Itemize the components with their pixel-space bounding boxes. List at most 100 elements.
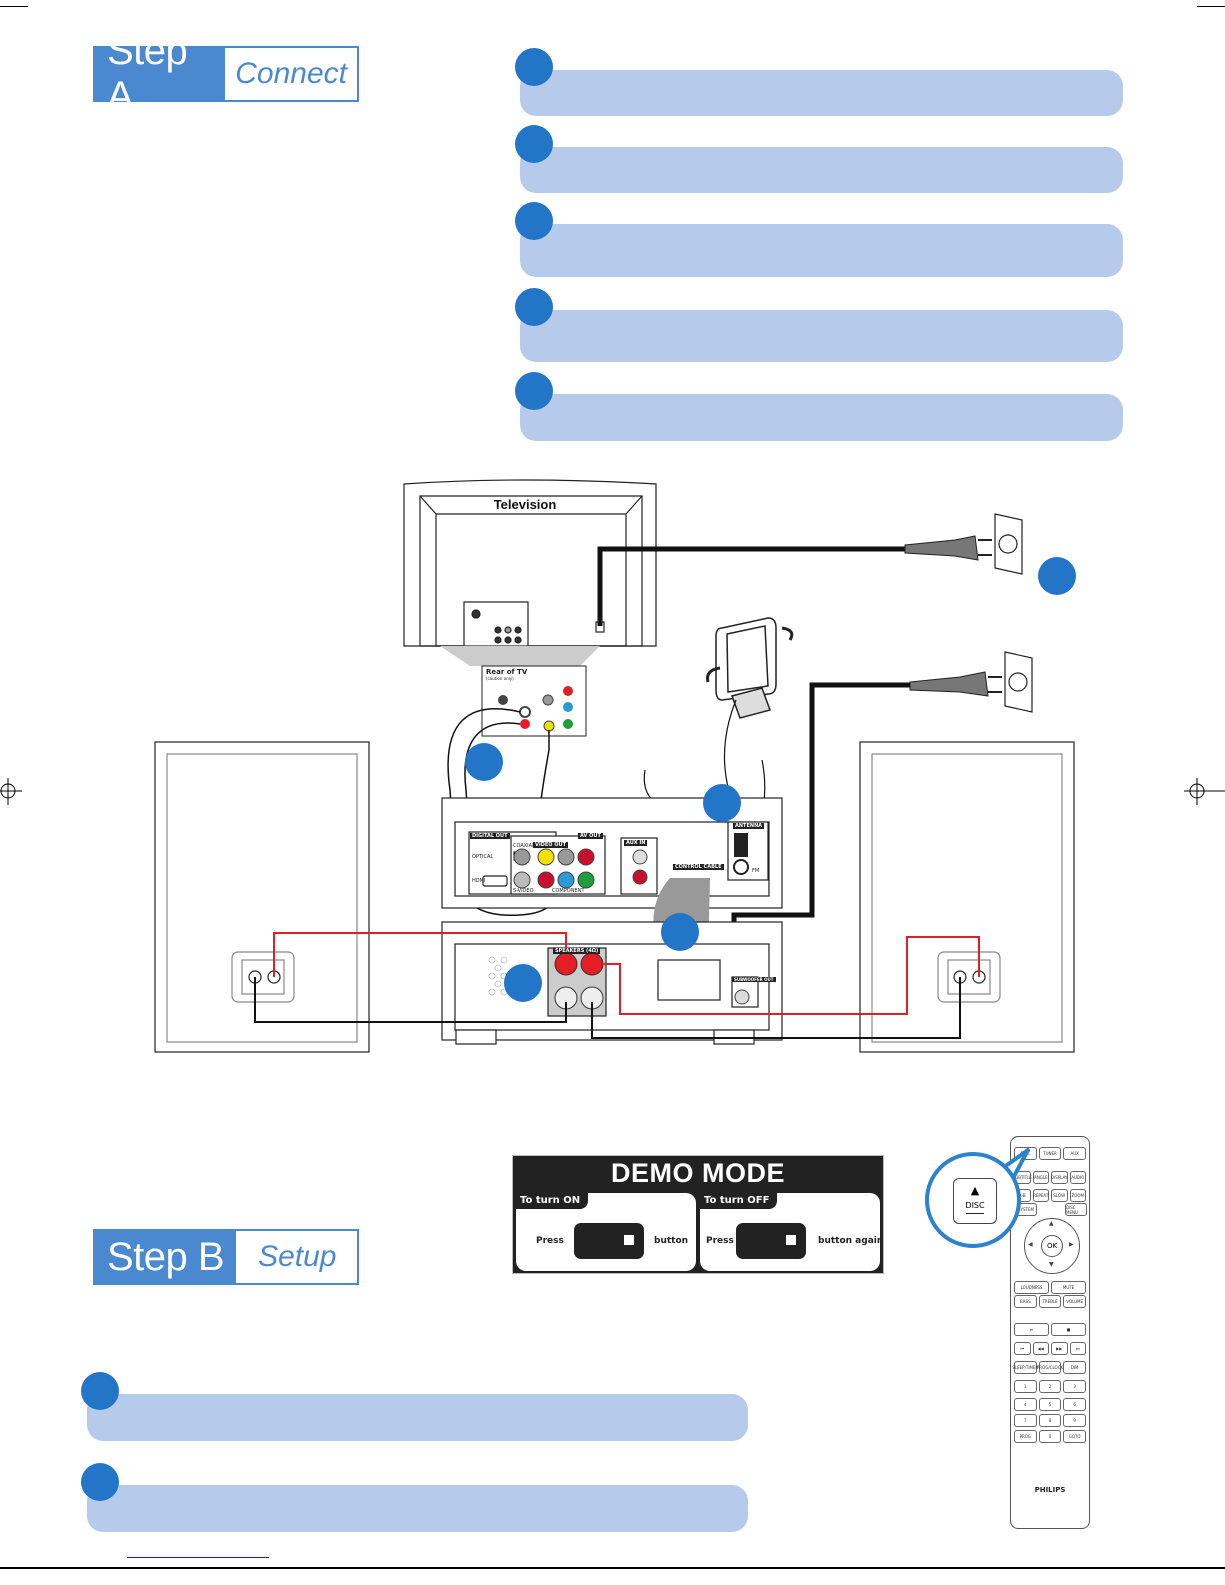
remote-control: OK PHILIPS DISCTUNERAUXSUBTITLEANGLEDISP… [1010,1136,1090,1529]
demo-on-button-graphic [574,1223,644,1259]
step-number-dot [515,202,553,240]
remote-key: REPEAT [1032,1189,1049,1202]
plug-unit [909,671,1002,697]
remote-key: ⏯ [1014,1323,1049,1336]
remote-key: 0 [1038,1430,1062,1443]
main-unit-front-lower [441,921,783,1045]
diagram-step-dot [1038,557,1076,595]
remote-key: 6 [1063,1398,1086,1411]
stop-icon [786,1235,796,1245]
remote-key: ⏭ [1069,1342,1086,1355]
button-label: button [654,1236,689,1246]
optical-label: OPTICAL [472,854,494,860]
demo-on-panel: To turn ON Press button [516,1193,696,1271]
remote-key: BASS [1014,1295,1037,1308]
remote-key: 3 [1063,1380,1086,1393]
remote-key: DIM [1063,1361,1086,1374]
aux-in-label: AUX IN [624,840,648,846]
diagram-step-dot [465,743,503,781]
page-bottom-rule [0,1567,1225,1569]
demo-off-panel: To turn OFF Press button again [700,1193,884,1271]
diagram-step-dot [661,913,699,951]
left-speaker [154,741,370,1053]
nav-arrow-icon: ▼ [1049,1261,1054,1268]
crop-mark [0,6,28,7]
press-label: Press [706,1236,734,1246]
remote-key: 9 [1063,1414,1086,1427]
component-label: COMPONENT [552,888,585,894]
stop-icon [624,1235,634,1245]
step-a-bar-2 [520,147,1123,193]
hdmi-label: HDMI [472,878,486,884]
remote-key: GOTO [1063,1430,1086,1443]
digital-out-label: DIGITAL OUT [470,833,510,839]
step-a-header: Step A Connect [93,29,359,118]
television-label: Television [493,497,557,512]
right-speaker [859,741,1075,1053]
fm-label: FM [752,868,760,874]
tv-power-cord [597,546,905,626]
step-b-header: Step B Setup [93,1229,359,1285]
button-again-label: button again [818,1236,884,1246]
speaker-wire-right-red [592,936,980,1015]
remote-key: AUX [1063,1147,1086,1160]
crop-mark [1197,6,1225,7]
press-label: Press [536,1236,564,1246]
remote-key: PROG/CLOCK [1037,1361,1063,1374]
speaker-wire-right-black [591,977,961,1039]
remote-key: VOLUME [1063,1295,1086,1308]
speaker-wire-left-black [254,977,567,1023]
remote-key: 4 [1014,1398,1037,1411]
wall-socket-unit [1004,651,1033,713]
demo-on-tab: To turn ON [516,1193,589,1209]
disc-button-callout: ▲ DISC [925,1152,1021,1248]
registration-mark-right [1184,778,1225,805]
rear-of-tv-sub: (caution only) [486,676,514,681]
remote-key: 7 [1014,1414,1037,1427]
wall-socket-tv [994,513,1023,575]
disc-label: DISC [965,1201,985,1210]
demo-off-tab: To turn OFF [700,1193,778,1209]
step-b-subtitle: Setup [258,1240,337,1273]
step-a-bar-4 [520,310,1123,362]
step-number-dot [81,1372,119,1410]
remote-key: SLOW [1051,1189,1068,1202]
antenna-label: ANTENNA [733,823,765,829]
remote-key: ZOOM [1069,1189,1086,1202]
remote-brand: PHILIPS [1034,1486,1066,1494]
step-a-bar-3 [520,224,1123,277]
step-a-subtitle: Connect [235,57,347,90]
am-loop-antenna [706,617,794,719]
step-number-dot [515,48,553,86]
main-unit-back [441,797,783,909]
remote-key: ▶▶ [1051,1342,1068,1355]
subwoofer-out-label: SUBWOOFER OUT [732,977,776,982]
connection-diagram [0,479,1225,1053]
step-b-label: Step B [95,1231,237,1283]
footer-link[interactable] [127,1557,269,1558]
nav-arrow-icon: ▲ [1049,1220,1054,1227]
step-a-label: Step A [95,29,226,118]
remote-key: 2 [1038,1380,1062,1393]
remote-key: 5 [1038,1398,1062,1411]
speaker-grille-dots [488,956,508,996]
step-number-dot [515,372,553,410]
remote-key: DISC MENU [1065,1203,1087,1216]
remote-key: PROG [1014,1430,1037,1443]
remote-key: 8 [1038,1414,1062,1427]
remote-key: DISPLAY [1051,1171,1068,1184]
divider [966,1213,984,1214]
registration-mark-left [0,778,22,805]
video-out-label: VIDEO OUT [533,842,569,848]
remote-key: ⏮ [1014,1342,1031,1355]
remote-key: ◀◀ [1032,1342,1049,1355]
eject-icon: ▲ [970,1184,980,1197]
plug-tv [904,535,992,561]
step-number-dot [81,1463,119,1501]
rear-of-tv-label: Rear of TV [486,668,528,676]
diagram-step-dot [703,784,741,822]
remote-key: LOUDNESS [1014,1281,1049,1294]
disc-key: ▲ DISC [953,1178,997,1224]
remote-key: SLEEP/TIMER [1012,1361,1038,1374]
remote-key: 1 [1014,1380,1037,1393]
